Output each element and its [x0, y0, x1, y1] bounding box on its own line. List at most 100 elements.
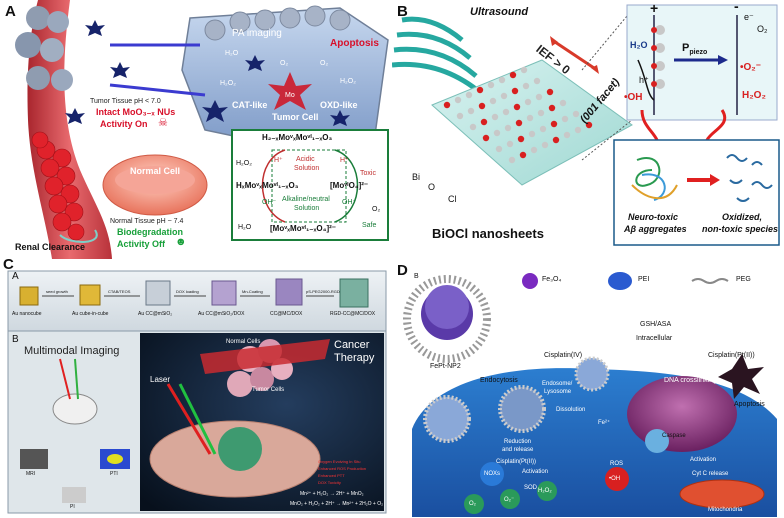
apoptosis-label: Apoptosis	[330, 38, 379, 49]
lattice-atom	[500, 92, 508, 100]
red-blood-cells	[31, 131, 85, 241]
lattice-atom	[535, 93, 543, 101]
pi-label: PI	[70, 504, 75, 510]
box-h2o2-label: H₂O₂	[236, 160, 252, 167]
mitochondria-shape	[679, 479, 765, 509]
lattice-atom	[546, 88, 554, 96]
ros-label: ROS	[610, 461, 624, 467]
panel-c: C A Au nanocube Au cube-in-cube Au CC@mS…	[0, 259, 392, 518]
lattice-atom	[482, 134, 490, 142]
ultrasound-label: Ultrasound	[470, 6, 529, 18]
solution1-label: Solution	[294, 165, 320, 172]
legend-0: Oxygen Evolving In Situ	[318, 459, 361, 464]
h2o-label: H₂O	[225, 50, 239, 57]
renal-clearance-label: Renal Clearance	[15, 242, 86, 252]
o-label: O	[428, 182, 436, 192]
pei-label: PEI	[638, 276, 650, 283]
lattice-atom	[524, 98, 532, 106]
endocytosis-label: Endocytosis	[480, 377, 518, 384]
smile-icon: ☻	[175, 236, 187, 248]
lattice-atom	[585, 121, 593, 129]
pi-image	[62, 487, 86, 503]
endosome-label: Endosome/	[542, 381, 573, 387]
fept-label: FePt-NP2	[430, 363, 461, 370]
lattice-atom	[454, 96, 462, 104]
o2-label-b: O₂	[320, 60, 329, 67]
lattice-atom	[504, 124, 512, 132]
mitochondria-label: Mitochondria	[708, 507, 743, 513]
panel-d: D B Fe₃O₄ PEI PEG FePt-NP2 Cisplatin(IV)…	[392, 259, 784, 518]
oxidized-label: Oxidized,	[722, 212, 763, 222]
lattice-atoms	[443, 66, 593, 164]
lattice-atom	[563, 131, 571, 139]
panel-c-label: C	[3, 259, 14, 273]
lattice-atom	[489, 97, 497, 105]
oh-label-d: •OH	[609, 476, 621, 482]
lattice-atom	[548, 104, 556, 112]
caspase-label: Caspase	[662, 433, 686, 439]
equation-1: Mn²⁺ + H₂O₂ → 2H⁺ + MnO₂	[300, 491, 364, 497]
arrow-label-2: DOX loading	[176, 289, 199, 294]
normal-cells-label: Normal Cells	[226, 339, 261, 345]
ultrasound-waves	[392, 16, 484, 96]
lattice-atom	[508, 156, 516, 164]
step-0: Au nanocube	[12, 311, 42, 317]
mo-label: Mo	[285, 92, 295, 99]
tumor-cluster	[15, 6, 73, 91]
box-o2-label: O₂	[372, 206, 381, 213]
mri-label: MRI	[26, 471, 36, 477]
dna-label: DNA crosslinking	[664, 377, 717, 384]
apoptosis-star	[718, 354, 764, 399]
lattice-atom	[572, 110, 580, 118]
h2o2-label-b: H₂O₂	[742, 90, 766, 101]
lattice-atom	[530, 146, 538, 154]
bi-label: Bi	[412, 172, 421, 182]
lattice-atom	[498, 76, 506, 84]
dissolution-label: Dissolution	[556, 407, 586, 413]
lattice-atom	[493, 129, 501, 137]
release-label: and release	[502, 447, 534, 453]
cisplatin-iv-label: Cisplatin(IV)	[544, 352, 583, 359]
sublabel-a: A	[12, 271, 19, 282]
acidic-label: Acidic	[296, 156, 315, 163]
lattice-atom	[550, 120, 558, 128]
eminus-label: e⁻	[744, 12, 754, 22]
lattice-atom	[469, 123, 477, 131]
fept-nanoparticle	[403, 275, 491, 363]
laser-label: Laser	[150, 375, 171, 384]
blood-vessel	[27, 0, 112, 259]
tumor-cell-star	[268, 72, 312, 110]
panel-c-graphic	[7, 270, 387, 514]
lattice-atom	[513, 103, 521, 111]
lattice-atom	[480, 118, 488, 126]
toxic-label: Toxic	[360, 170, 376, 177]
lattice-atom	[517, 135, 525, 143]
box-h2o-label: H₂O	[238, 224, 252, 231]
lattice-atom	[487, 81, 495, 89]
panel-a-label: A	[5, 3, 16, 20]
box-right-formula: [MoᵛᴵO₄]²⁻	[330, 181, 369, 190]
lattice-atom	[539, 125, 547, 133]
pei-icon	[608, 272, 632, 290]
plus-label: +	[650, 0, 659, 16]
h2o2-label-b: H₂O₂	[340, 78, 356, 85]
box-bottom-formula: [MoᵛₓMoᵛᴵ₁₋ₓO₄]²⁻	[270, 224, 337, 233]
lattice-atom	[465, 91, 473, 99]
sod-label: SOD	[524, 485, 538, 491]
lattice-atom	[526, 114, 534, 122]
mri-image	[20, 449, 48, 469]
cytc-label: Cyt C release	[692, 471, 729, 477]
protein-aggregate	[631, 157, 678, 201]
activation-label-2: Activation	[690, 457, 717, 463]
lattice-atom	[467, 107, 475, 115]
step-1: Au cube-in-cube	[72, 311, 109, 317]
sublabel-b-c: B	[12, 334, 19, 345]
sublabel-b-d: B	[414, 273, 419, 280]
fe3o4-label: Fe₃O₄	[542, 276, 562, 283]
mouse	[52, 393, 98, 425]
legend-2: Enhanced PTT	[318, 473, 345, 478]
cisplatin-pt2-label: Cisplatin(Pt(II))	[496, 459, 537, 465]
peg-icon	[691, 278, 729, 284]
cisplatin-ii-label: Cisplatin(Pt(II))	[708, 352, 755, 359]
pti-label: PTI	[110, 471, 118, 477]
